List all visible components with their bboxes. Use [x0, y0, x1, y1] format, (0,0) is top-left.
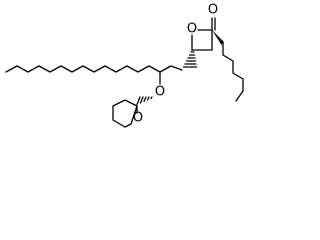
wedge-bond-hexyl [212, 30, 224, 45]
thp-ring-oxygen-label: O [133, 111, 143, 126]
structure-diagram: O O O O [5, 3, 244, 128]
thp-ring [112, 99, 138, 128]
hashed-bond-ether-to-thp [136, 96, 153, 106]
carbonyl-oxygen-label: O [208, 3, 218, 18]
hashed-bond-ring-to-linker [182, 51, 198, 68]
hexyl-chain [222, 42, 244, 102]
dodecyl-chain [5, 65, 161, 73]
ether-oxygen-label: O [155, 85, 165, 100]
linker-bond [159, 65, 183, 73]
lactone-ring-oxygen-label: O [187, 22, 197, 37]
